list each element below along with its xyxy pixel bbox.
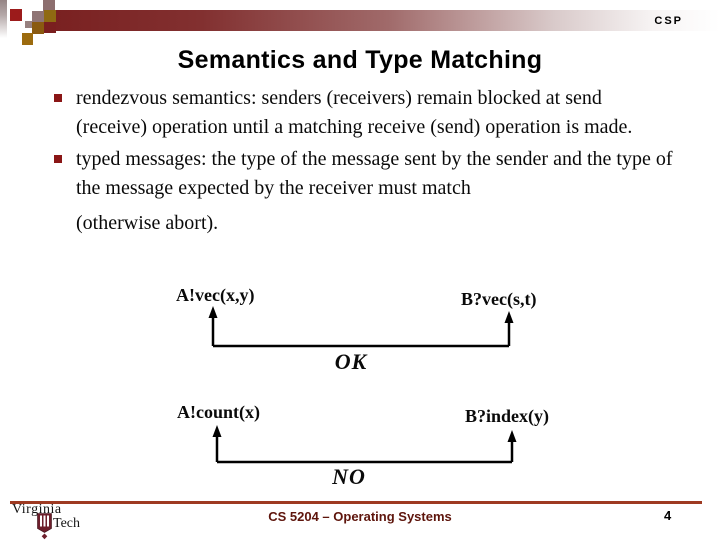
- footer-course-title: CS 5204 – Operating Systems: [268, 509, 452, 524]
- diagram2-right-up-arrow-icon: [507, 430, 517, 442]
- vt-logo-tech-text: Tech: [53, 516, 81, 531]
- virginia-tech-logo: Virginia Tech: [10, 501, 110, 540]
- deco-square-mauve-icon: [32, 11, 44, 23]
- deco-square-gold-icon: [44, 10, 56, 22]
- diagram2-receiver-label: B?index(y): [465, 406, 550, 426]
- bullet-list: rendezvous semantics: senders (receivers…: [52, 84, 677, 238]
- footer-divider-rule: [10, 501, 702, 504]
- deco-square-red-icon: [10, 9, 22, 21]
- diagram1-receiver-label: B?vec(s,t): [461, 289, 537, 309]
- bullet-text-rendezvous: rendezvous semantics: senders (receivers…: [76, 87, 633, 138]
- bullet-square-icon: [54, 155, 62, 163]
- course-corner-label: CSP: [654, 15, 683, 27]
- deco-square-gold2-icon: [32, 22, 44, 34]
- diagram2-verdict-label: NO: [332, 464, 366, 489]
- deco-square-gold3-icon: [22, 33, 33, 45]
- diagram2-left-up-arrow-icon: [212, 425, 222, 437]
- header-gradient-bar: [56, 10, 720, 31]
- bullet-continuation-text: (otherwise abort).: [76, 212, 219, 234]
- bullet-item: typed messages: the type of the message …: [52, 145, 677, 203]
- diagram1-right-up-arrow-icon: [504, 311, 514, 323]
- deco-square-mauve-small-icon: [25, 21, 32, 28]
- diagram1-rendezvous-arrows: [208, 306, 514, 348]
- page-number: 4: [664, 508, 672, 523]
- deco-square-maroon-icon: [44, 22, 56, 33]
- diagram2-rendezvous-arrows: [212, 425, 517, 464]
- slide-title: Semantics and Type Matching: [177, 46, 543, 74]
- virginia-tech-shield-icon: [37, 513, 52, 540]
- header-gradient-strip: [0, 0, 7, 38]
- bullet-item: rendezvous semantics: senders (receivers…: [52, 84, 677, 142]
- deco-square-gray-icon: [43, 0, 55, 11]
- diagram1-left-up-arrow-icon: [208, 306, 218, 318]
- diagram1-verdict-label: OK: [334, 349, 368, 374]
- diagram1-sender-label: A!vec(x,y): [176, 285, 255, 305]
- bullet-square-icon: [54, 94, 62, 102]
- diagram2-sender-label: A!count(x): [177, 402, 260, 422]
- bullet-text-typed-messages: typed messages: the type of the message …: [76, 148, 673, 199]
